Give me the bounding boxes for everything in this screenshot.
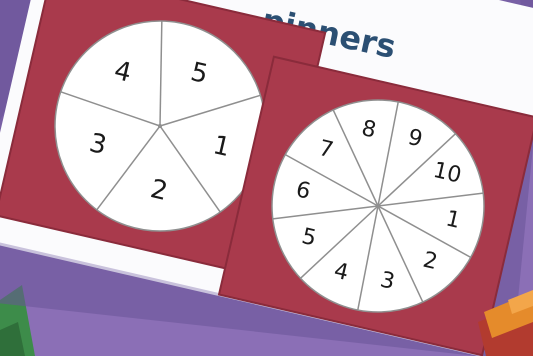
- wheel-hub: [376, 204, 380, 208]
- wheel-hub: [158, 124, 162, 128]
